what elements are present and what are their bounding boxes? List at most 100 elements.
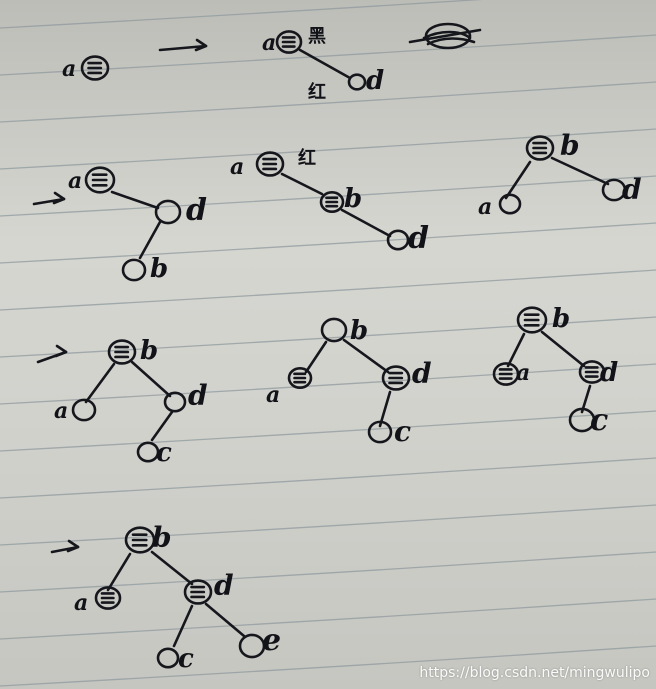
label-node-d: d <box>408 221 429 256</box>
label-node-a: a <box>478 194 493 220</box>
annotation-red: 红 <box>298 148 316 169</box>
tree-edge <box>298 48 352 80</box>
label-node-a: a <box>74 590 89 616</box>
red-node-circle <box>163 391 187 413</box>
black-node-circle <box>525 135 555 161</box>
black-node-circle <box>94 586 122 610</box>
black-node-circle <box>107 339 137 365</box>
arrow-head <box>54 344 68 358</box>
label-node-a: a <box>68 168 83 194</box>
tree-edge <box>540 330 586 368</box>
black-node-circle <box>381 365 411 391</box>
red-node-circle <box>386 229 410 251</box>
label-node-a: a <box>54 398 69 424</box>
tree-edge <box>550 156 610 186</box>
black-node-circle <box>578 360 606 384</box>
tree-edge <box>138 220 162 260</box>
annotation-black: 黑 <box>308 26 326 47</box>
red-node-circle <box>156 647 180 669</box>
rule-line <box>0 504 656 546</box>
node-outline <box>94 586 122 610</box>
watermark: https://blog.csdn.net/mingwulipo <box>419 665 650 681</box>
tree-edge <box>342 338 390 374</box>
rule-line <box>0 269 656 311</box>
rule-line <box>0 316 656 358</box>
red-node-circle <box>121 258 147 282</box>
arrow-icon <box>36 344 68 364</box>
node-outline <box>255 151 285 177</box>
label-node-b: b <box>560 129 580 162</box>
rule-line <box>0 410 656 452</box>
arrow-head <box>66 539 80 553</box>
scribble-lines <box>408 28 482 46</box>
node-outline <box>492 362 520 386</box>
rule-line <box>0 128 656 170</box>
black-node-circle <box>516 306 548 334</box>
label-node-b: b <box>140 336 159 366</box>
label-node-a: a <box>62 56 77 82</box>
node-outline <box>183 579 213 605</box>
red-node-circle <box>601 178 627 202</box>
node-outline <box>107 339 137 365</box>
rule-line <box>0 645 656 687</box>
node-outline <box>578 360 606 384</box>
black-node-circle <box>319 191 345 213</box>
label-node-d: d <box>366 66 385 96</box>
label-node-a: a <box>516 360 531 386</box>
rule-line <box>0 363 656 405</box>
label-node-d: d <box>186 193 207 228</box>
label-node-d: d <box>188 379 208 412</box>
arrow-icon <box>32 191 66 206</box>
black-node-circle <box>80 55 110 81</box>
node-outline <box>287 367 313 389</box>
tree-edge <box>304 340 328 374</box>
red-node-circle <box>320 317 348 343</box>
arrow-shaft <box>158 44 208 52</box>
red-node-circle <box>154 199 182 225</box>
tree-edge <box>172 604 194 648</box>
black-node-circle <box>84 166 116 194</box>
tree-edge <box>106 552 132 592</box>
tree-edge <box>378 390 392 428</box>
node-outline <box>80 55 110 81</box>
tree-edge <box>340 208 392 238</box>
black-node-circle <box>492 362 520 386</box>
label-node-b: b <box>150 254 169 284</box>
label-node-a: a <box>266 382 281 408</box>
label-node-b: b <box>152 521 172 554</box>
tree-edge <box>84 362 116 404</box>
tree-edge <box>580 384 592 414</box>
label-node-b: b <box>350 316 369 346</box>
tree-edge <box>150 410 174 442</box>
red-node-circle <box>568 407 596 433</box>
tree-edge <box>130 360 172 398</box>
node-outline <box>275 30 303 54</box>
arrow-icon <box>158 38 208 52</box>
node-outline <box>124 526 156 554</box>
label-node-c: c <box>394 415 412 448</box>
arrow-head <box>52 191 66 205</box>
arrow-icon <box>50 539 80 554</box>
label-node-e: e <box>262 623 282 658</box>
scribble-icon <box>408 22 482 50</box>
red-node-circle <box>71 398 97 422</box>
tree-edge <box>204 602 246 638</box>
rule-line <box>0 0 483 29</box>
node-outline <box>381 365 411 391</box>
label-node-d: d <box>622 173 642 206</box>
label-node-a: a <box>230 154 245 180</box>
node-outline <box>525 135 555 161</box>
rule-line <box>0 81 656 123</box>
label-node-d: d <box>412 357 432 390</box>
label-node-c: c <box>156 438 172 468</box>
label-node-d: d <box>600 358 619 388</box>
tree-edge <box>110 190 160 210</box>
tree-edge <box>280 172 324 196</box>
red-node-circle <box>347 73 367 91</box>
node-outline <box>84 166 116 194</box>
rule-line <box>0 551 656 593</box>
label-node-c: c <box>590 403 609 438</box>
red-node-circle <box>238 633 266 659</box>
